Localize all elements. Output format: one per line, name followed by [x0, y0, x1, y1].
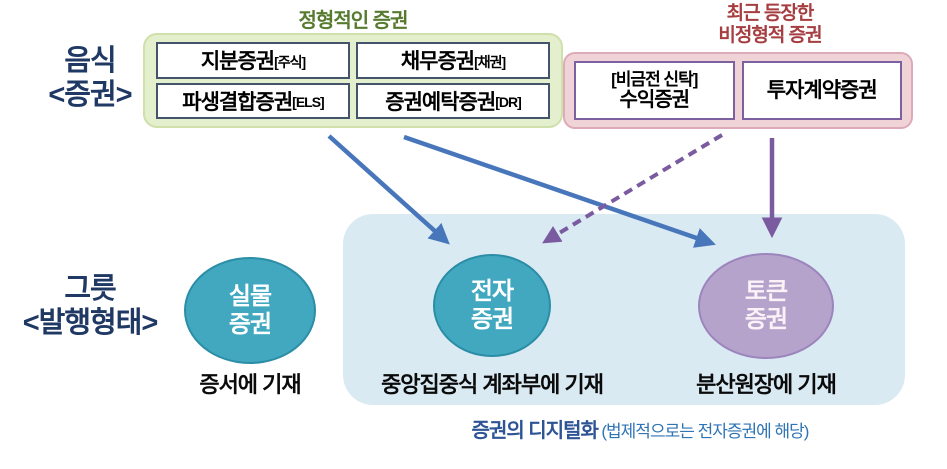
circle-physical-line2: 증권: [228, 310, 272, 338]
caption-physical: 증서에 기재: [199, 372, 301, 397]
circle-token-line2: 증권: [744, 306, 788, 333]
circle-electronic-line2: 증권: [470, 305, 514, 333]
row-label-form-line2: <발행형태>: [22, 307, 159, 340]
security-item-investment-contract: 투자계약증권: [741, 61, 902, 120]
circle-physical-securities: 실물 증권: [184, 257, 316, 364]
security-item-debt-name: 채무증권: [400, 50, 475, 74]
security-item-beneficiary-line1: [비금전 신탁]: [611, 69, 698, 89]
caption-electronic: 중앙집중식 계좌부에 기재: [381, 372, 604, 397]
security-item-debt: 채무증권[채권]: [356, 42, 550, 79]
security-item-investment-contract-name: 투자계약증권: [766, 78, 878, 102]
circle-token-securities: 토큰 증권: [698, 253, 834, 359]
atypical-group-panel: [비금전 신탁] 수익증권 투자계약증권: [563, 52, 913, 129]
row-label-contents-line2: <증권>: [48, 79, 132, 112]
circle-physical-line1: 실물: [228, 282, 272, 310]
security-item-beneficiary-line2: 수익증권: [619, 88, 690, 111]
formal-group-panel: 지분증권[주식] 채무증권[채권] 파생결합증권[ELS] 증권예탁증권[DR]: [143, 33, 563, 128]
security-item-derivative: 파생결합증권[ELS]: [156, 82, 350, 119]
security-item-equity: 지분증권[주식]: [156, 42, 350, 79]
security-item-derivative-tag: [ELS]: [292, 94, 325, 111]
row-label-form-line1: 그릇: [64, 273, 116, 305]
digitalization-footnote: 증권의 디지털화 (법제적으로는 전자증권에 해당): [330, 414, 947, 443]
security-item-debt-tag: [채권]: [474, 53, 506, 70]
security-item-depositary: 증권예탁증권[DR]: [356, 82, 550, 119]
row-label-contents: 음식 <증권>: [8, 44, 172, 112]
circle-electronic-securities: 전자 증권: [433, 254, 551, 357]
row-label-issuance-form: 그릇 <발행형태>: [0, 272, 180, 340]
atypical-group-title-line1: 최근 등장한: [726, 3, 815, 24]
security-item-equity-tag: [주식]: [274, 53, 306, 70]
footnote-light-text: (법제적으로는 전자증권에 해당): [601, 422, 809, 441]
atypical-group-title-line2: 비정형적 증권: [718, 25, 822, 47]
circle-token-line1: 토큰: [744, 278, 788, 306]
security-item-beneficiary: [비금전 신탁] 수익증권: [574, 61, 735, 120]
row-label-contents-line1: 음식: [64, 45, 116, 77]
security-item-depositary-tag: [DR]: [495, 94, 522, 111]
formal-group-title: 정형적인 증권: [298, 10, 409, 32]
circle-electronic-line1: 전자: [470, 277, 514, 305]
footnote-bold-text: 증권의 디지털화: [471, 420, 599, 442]
security-item-depositary-name: 증권예탁증권: [385, 90, 496, 114]
caption-token: 분산원장에 기재: [696, 372, 837, 397]
atypical-group-title: 최근 등장한 비정형적 증권: [620, 3, 920, 48]
security-item-derivative-name: 파생결합증권: [182, 90, 293, 114]
security-item-equity-name: 지분증권: [200, 50, 275, 74]
